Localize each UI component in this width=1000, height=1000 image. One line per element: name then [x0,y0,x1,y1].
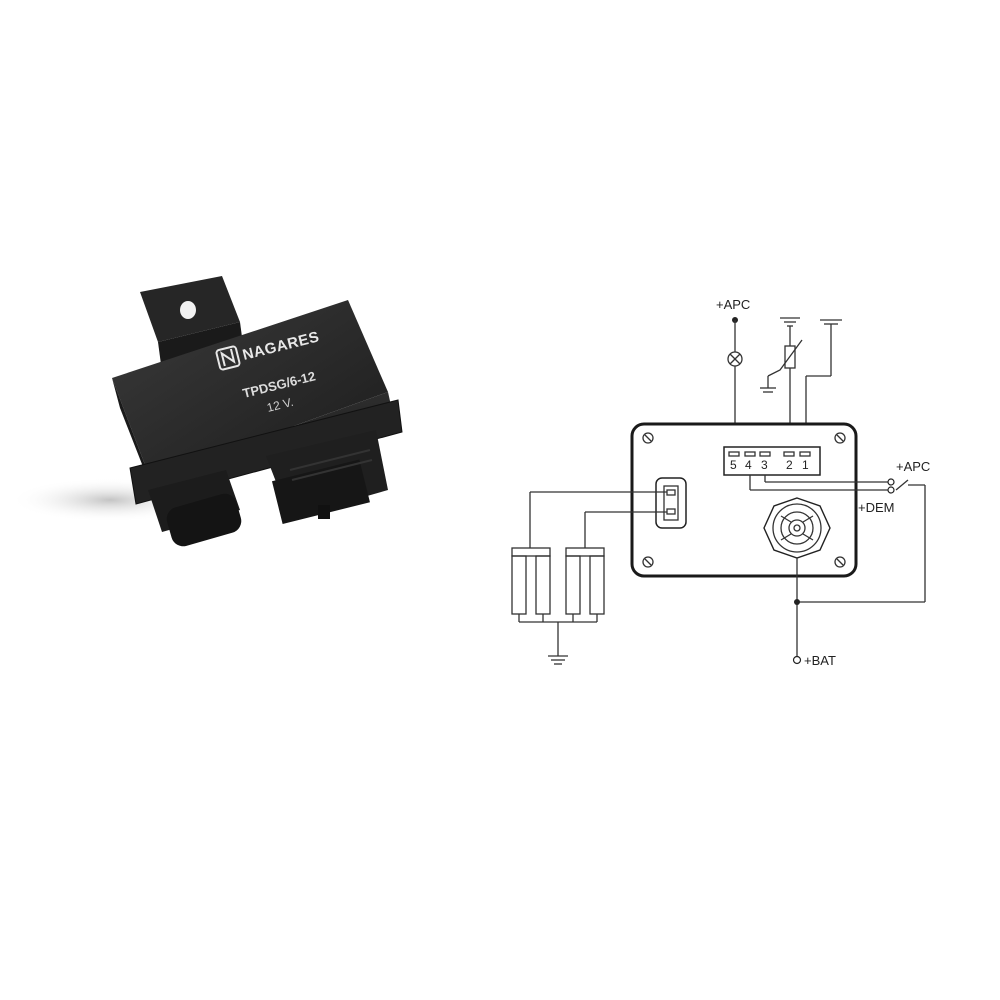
ground-icon [780,317,800,327]
lamp-icon [727,351,743,367]
connector-housing-right [266,430,388,524]
glow-plug-icon [511,547,551,622]
screw-icon [642,432,846,568]
pin-label: 3 [761,458,768,472]
dem-terminal [887,486,895,494]
pin-label: 1 [802,458,809,472]
connector-housing-left [148,470,242,547]
glow-plug-icon [565,547,605,622]
ground-icon [548,655,568,665]
wiring-diagram: +APC [511,297,930,668]
pin-label: 2 [786,458,793,472]
relay-top-face [112,300,388,478]
bat-junction-node [794,599,800,605]
label-dem: +DEM [858,500,894,515]
nagares-logo-icon [215,345,241,371]
mounting-hole [180,301,196,319]
switch-icon [895,479,925,491]
apc-terminal [887,478,895,486]
stud-terminal-icon [763,497,831,559]
pin-label: 5 [730,458,737,472]
pin-slots [728,451,811,457]
thermistor-icon [760,339,803,393]
label-apc-top: +APC [716,297,750,312]
pin-label: 4 [745,458,752,472]
label-apc-right: +APC [896,459,930,474]
relay-product-photo: NAGARES TPDSG/6-12 12 V. [10,276,403,547]
label-bat: +BAT [804,653,836,668]
bat-terminal [792,655,802,665]
ground-icon [820,319,842,325]
voltage-rating: 12 V. [265,395,295,415]
